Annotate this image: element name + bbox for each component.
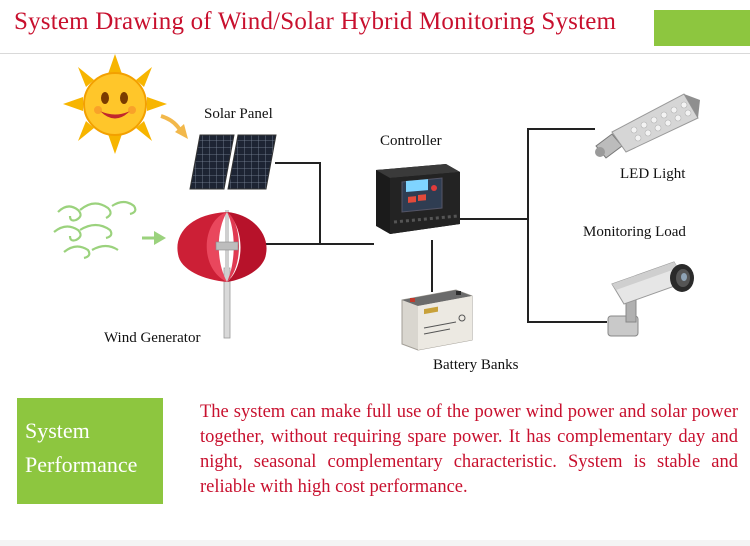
wind-turbine-icon bbox=[177, 210, 267, 339]
connector-vertical-right bbox=[527, 128, 529, 322]
controller-icon bbox=[376, 164, 460, 234]
led-light-label: LED Light bbox=[620, 166, 686, 182]
bottom-bar bbox=[0, 540, 750, 546]
system-performance-box: System Performance bbox=[17, 398, 163, 504]
page-title: System Drawing of Wind/Solar Hybrid Moni… bbox=[14, 8, 617, 35]
solar-panel-label: Solar Panel bbox=[204, 106, 273, 122]
wind-arrow-icon bbox=[142, 231, 166, 245]
sun-arrow-icon bbox=[160, 114, 188, 139]
battery-icon bbox=[401, 289, 473, 351]
title-accent-bar bbox=[654, 10, 750, 46]
battery-banks-label: Battery Banks bbox=[433, 357, 519, 373]
sun-icon bbox=[63, 54, 167, 154]
title-divider bbox=[0, 53, 750, 54]
connector-to-led bbox=[527, 128, 595, 130]
cctv-camera-icon bbox=[607, 261, 694, 337]
connector-vertical-left bbox=[319, 162, 321, 244]
performance-heading-line2: Performance bbox=[25, 452, 138, 477]
connector-to-camera bbox=[527, 321, 607, 323]
led-bulb-icon bbox=[595, 93, 700, 159]
performance-heading-line1: System bbox=[25, 418, 90, 443]
connector-controller-to-battery bbox=[431, 240, 433, 292]
connector-wind-to-controller bbox=[262, 243, 374, 245]
connector-solar-to-controller bbox=[275, 162, 320, 164]
performance-description: The system can make full use of the powe… bbox=[200, 402, 738, 497]
solar-panel-icon bbox=[189, 134, 277, 190]
wind-generator-label: Wind Generator bbox=[104, 330, 201, 346]
controller-label: Controller bbox=[380, 133, 442, 149]
wind-gust-icon bbox=[53, 200, 137, 260]
connector-controller-to-loads bbox=[460, 218, 528, 220]
monitoring-load-label: Monitoring Load bbox=[583, 224, 686, 240]
